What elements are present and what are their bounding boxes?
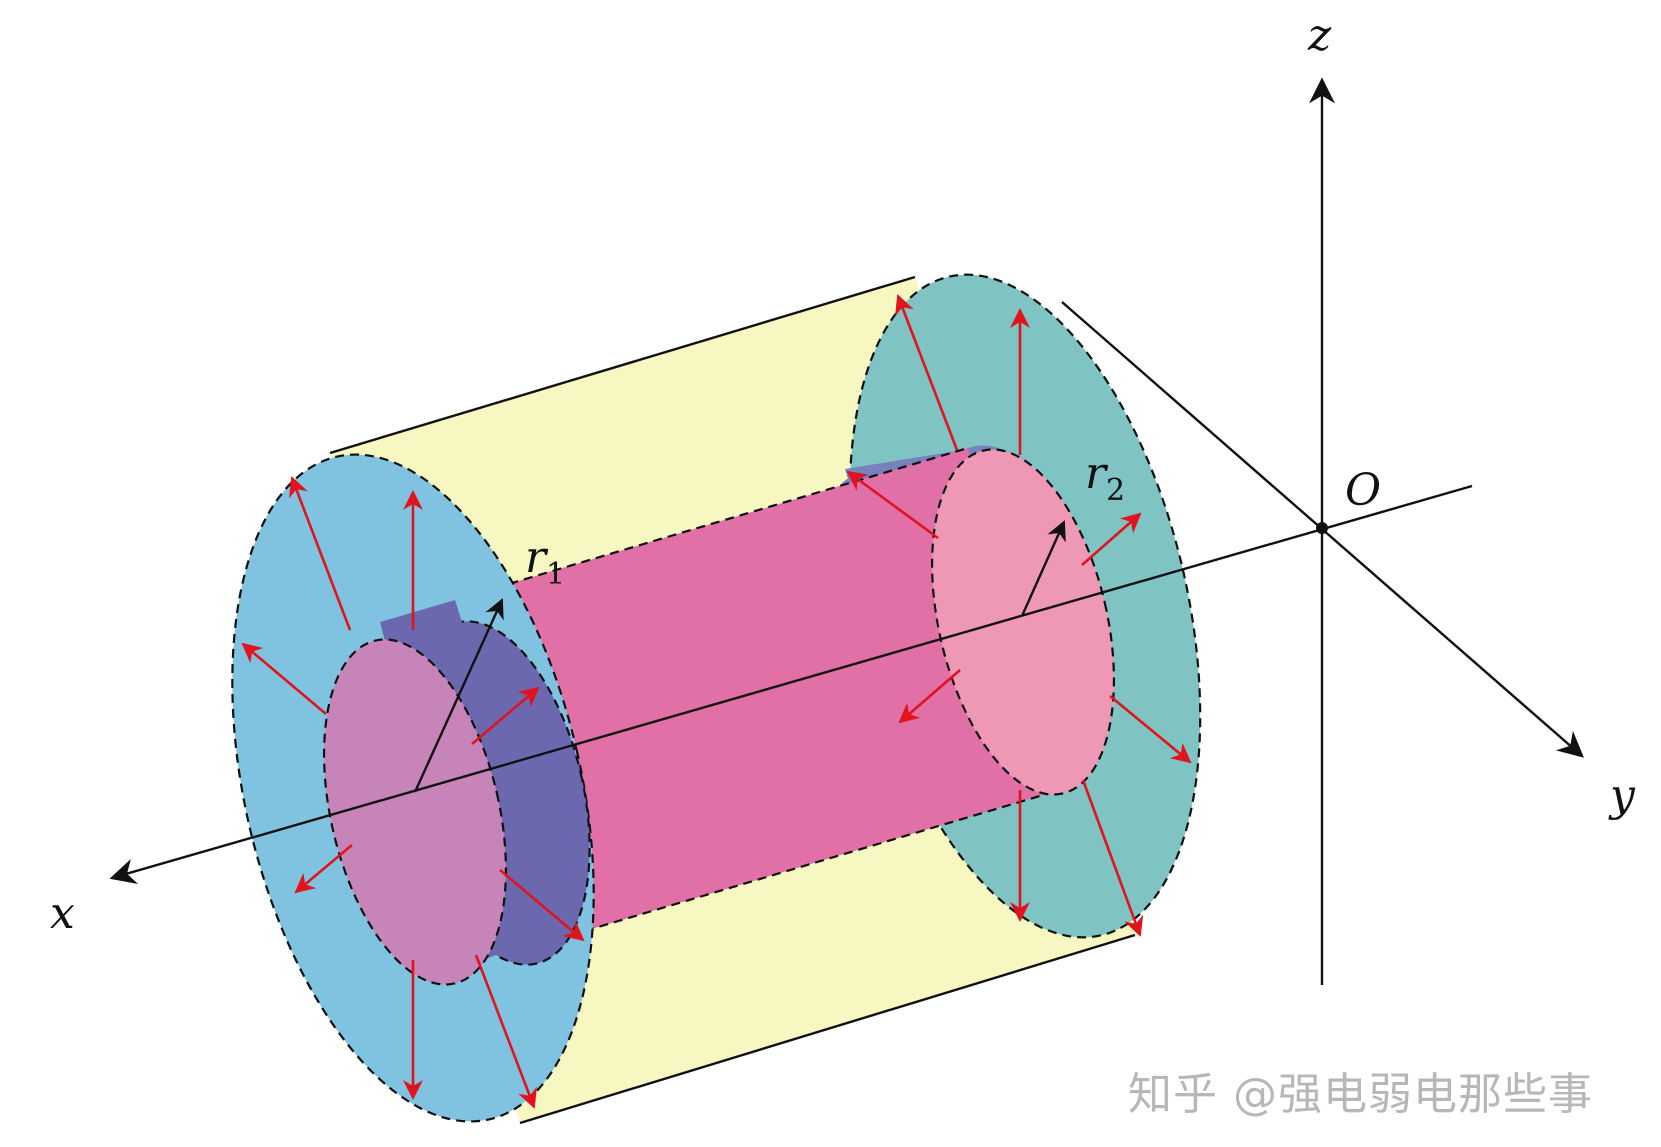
field-arrow [895, 294, 959, 451]
origin-label: O [1345, 465, 1381, 516]
r1-label: r1 [525, 532, 565, 592]
field-arrow [1081, 512, 1142, 566]
r2-label-sub: 2 [1106, 473, 1125, 508]
watermark: 知乎 @强电弱电那些事 [1128, 1069, 1593, 1120]
field-arrow [241, 642, 327, 715]
z-axis-label: z [1307, 10, 1332, 61]
right-field-arrows [846, 294, 1192, 937]
field-arrow [294, 844, 353, 894]
field-arrow [1109, 694, 1192, 764]
y-axis-label: y [1608, 770, 1636, 821]
r1-label-base: r [525, 532, 549, 583]
right-core-disc [930, 448, 1116, 796]
field-arrow [846, 470, 939, 540]
x-axis [109, 484, 1473, 885]
field-arrow [499, 869, 585, 942]
r1-vector [413, 598, 504, 793]
field-arrow [474, 954, 537, 1109]
field-arrow [289, 476, 352, 631]
left-core-disc [322, 638, 508, 986]
inner-cylinder-top-edge [379, 446, 969, 624]
field-arrow [471, 686, 540, 745]
x-axis-label: x [50, 888, 75, 939]
field-arrow [898, 669, 961, 724]
left-field-arrows [241, 476, 585, 1109]
r1-label-sub: 1 [546, 557, 565, 592]
outer-shell-top-edge [329, 275, 916, 455]
r2-label: r2 [1085, 448, 1125, 508]
r2-vector [1020, 520, 1066, 617]
r2-label-base: r [1085, 448, 1109, 499]
inner-cylinder-bottom-edge [469, 788, 1061, 967]
origin-point [1316, 522, 1328, 534]
outer-shell-bottom-edge [519, 933, 1136, 1125]
field-arrow [1081, 779, 1144, 937]
